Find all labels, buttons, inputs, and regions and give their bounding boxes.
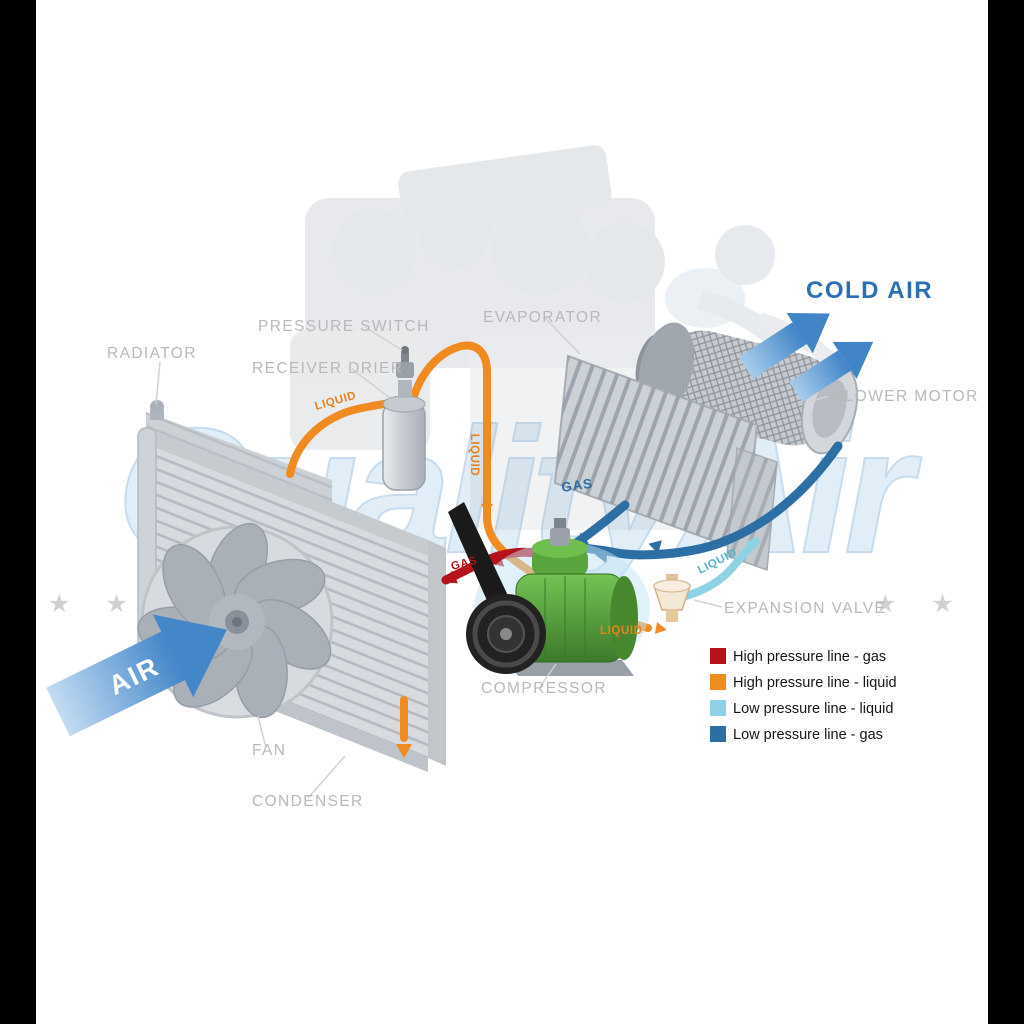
label-evaporator: EVAPORATOR: [483, 309, 602, 326]
pipe-arrow: [654, 622, 667, 634]
receiver-drier: [382, 346, 426, 491]
evaporator: [553, 354, 778, 572]
label-expansion-valve: EXPANSION VALVE: [724, 600, 886, 617]
pipe-arrow: [396, 744, 412, 758]
label-condenser: CONDENSER: [252, 793, 364, 810]
expansion-valve: [652, 574, 692, 622]
legend-label-lp-gas: Low pressure line - gas: [733, 727, 883, 743]
component-labels: RADIATOR PRESSURE SWITCH RECEIVER DRIER …: [107, 277, 979, 810]
pipe-arrow: [648, 540, 662, 554]
label-fan: FAN: [252, 742, 286, 759]
label-radiator: RADIATOR: [107, 345, 197, 362]
compressor: [448, 502, 638, 676]
label-liquid-vertical-run: LIQUID: [468, 434, 480, 477]
compressor-bracket: [506, 660, 634, 676]
legend-label-hp-gas: High pressure line - gas: [733, 649, 886, 665]
legend-label-lp-liquid: Low pressure line - liquid: [733, 701, 893, 717]
cold-air-arrows: [738, 313, 874, 403]
pipe-arrow: [481, 504, 493, 515]
air-arrow: AIR: [46, 614, 227, 737]
label-blower-motor: BLOWER MOTOR: [833, 388, 979, 405]
cold-air-arrow: [738, 313, 830, 379]
compressor-belt: [448, 502, 510, 612]
pipe-arrow: [444, 570, 458, 584]
pressure-switch: [396, 346, 414, 378]
legend-swatch-lp-liquid: [710, 700, 726, 716]
receiver-drier-neck: [398, 380, 412, 398]
label-leader-lines: [155, 317, 829, 799]
label-receiver-drier: RECEIVER DRIER: [252, 360, 403, 377]
label-compressor: COMPRESSOR: [481, 680, 607, 697]
legend-swatch-hp-gas: [710, 648, 726, 664]
compressor-pulley: [466, 594, 546, 674]
pipe-low-pressure-liquid: [682, 537, 760, 600]
right-letterbox-bar: [988, 0, 1024, 1024]
legend-swatch-hp-liquid: [710, 674, 726, 690]
cold-air-arrow: [789, 341, 874, 403]
legend-swatch-lp-gas: [710, 726, 726, 742]
label-pressure-switch: PRESSURE SWITCH: [258, 318, 430, 335]
pipe-arrow: [745, 537, 757, 550]
radiator-cap: [150, 400, 164, 414]
label-cold-air: COLD AIR: [806, 277, 933, 304]
left-letterbox-bar: [0, 0, 36, 1024]
label-liquid-to-expansion-valve: LIQUID: [600, 625, 643, 637]
legend: High pressure line - gas High pressure l…: [710, 648, 897, 743]
label-gas-low-pressure: GAS: [560, 476, 593, 495]
legend-label-hp-liquid: High pressure line - liquid: [733, 675, 897, 691]
